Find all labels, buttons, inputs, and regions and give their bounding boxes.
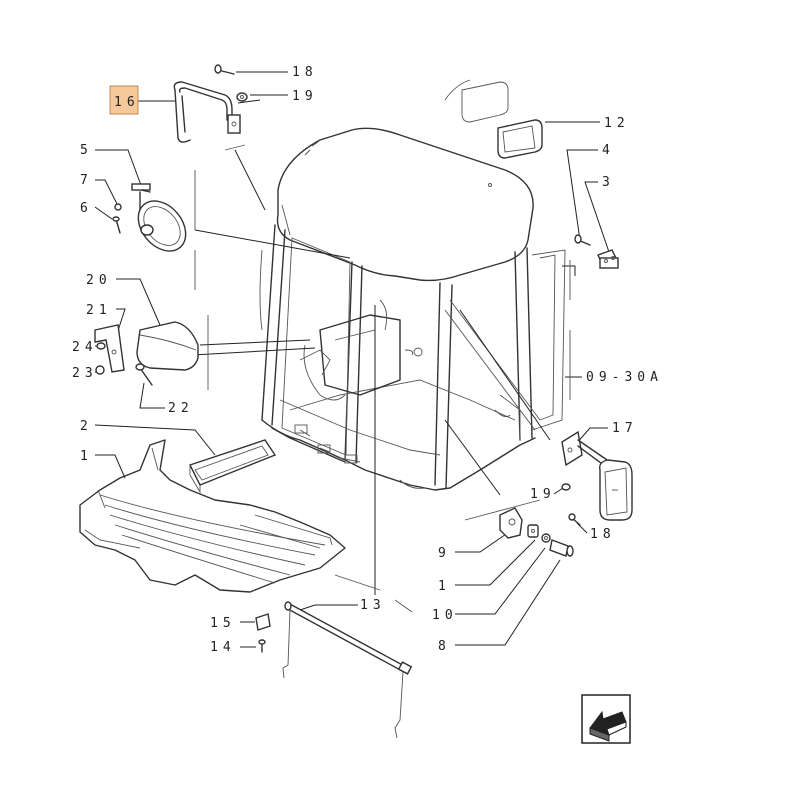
label-9[interactable]: 9 <box>438 546 451 561</box>
label-5[interactable]: 5 <box>80 143 93 158</box>
label-22[interactable]: 22 <box>168 401 194 416</box>
label-14[interactable]: 14 <box>210 640 236 655</box>
bolt-part-18 <box>568 513 581 526</box>
pin-part-8 <box>549 539 574 557</box>
label-19-top[interactable]: 19 <box>292 89 318 104</box>
label-1-right[interactable]: 1 <box>438 579 451 594</box>
label-3[interactable]: 3 <box>602 175 615 190</box>
cushion-part <box>136 321 199 371</box>
screw-part-22 <box>135 363 153 386</box>
dome-light-part <box>444 79 543 159</box>
label-24[interactable]: 24 <box>72 340 98 355</box>
callout-labels: 16 18 19 12 5 7 6 4 3 20 21 24 23 22 2 1… <box>72 65 663 655</box>
external-mirror-part <box>561 430 633 521</box>
label-15[interactable]: 15 <box>210 616 236 631</box>
latch-block-part <box>527 524 539 538</box>
label-20[interactable]: 20 <box>86 273 112 288</box>
label-16[interactable]: 16 <box>114 95 140 110</box>
latch-plate-part <box>499 507 523 539</box>
interior-mirror-part <box>112 183 187 252</box>
arrow-nav-icon[interactable] <box>581 694 631 744</box>
label-12[interactable]: 12 <box>604 116 630 131</box>
floor-plate-part <box>189 439 277 494</box>
label-2[interactable]: 2 <box>80 419 93 434</box>
washer-part-19 <box>561 483 571 491</box>
grab-handle-part <box>173 81 241 143</box>
bracket-part-21 <box>94 324 125 375</box>
label-17[interactable]: 17 <box>612 421 638 436</box>
screw-part-14 <box>258 639 266 653</box>
callout-highlight <box>109 85 139 115</box>
label-4[interactable]: 4 <box>602 143 615 158</box>
label-23[interactable]: 23 <box>72 366 98 381</box>
sun-blind-part <box>282 601 413 739</box>
label-18-right[interactable]: 18 <box>590 527 616 542</box>
floor-mat-part <box>79 439 346 593</box>
label-19-right[interactable]: 19 <box>530 487 556 502</box>
cab-frame <box>259 127 566 491</box>
bolt-part-4 <box>574 234 591 246</box>
label-8[interactable]: 8 <box>438 639 451 654</box>
label-13[interactable]: 13 <box>360 598 386 613</box>
label-1-left[interactable]: 1 <box>80 449 93 464</box>
washer-part-10 <box>541 533 551 543</box>
label-6[interactable]: 6 <box>80 201 93 216</box>
bracket-part-3 <box>597 249 619 269</box>
label-18-top[interactable]: 18 <box>292 65 318 80</box>
clip-part-15 <box>255 613 271 631</box>
label-21[interactable]: 21 <box>86 303 112 318</box>
label-7[interactable]: 7 <box>80 173 93 188</box>
label-10[interactable]: 10 <box>432 608 458 623</box>
bolt-18-top <box>214 64 248 102</box>
leader-lines <box>94 71 611 648</box>
label-09-30a[interactable]: 09-30A <box>586 370 663 385</box>
